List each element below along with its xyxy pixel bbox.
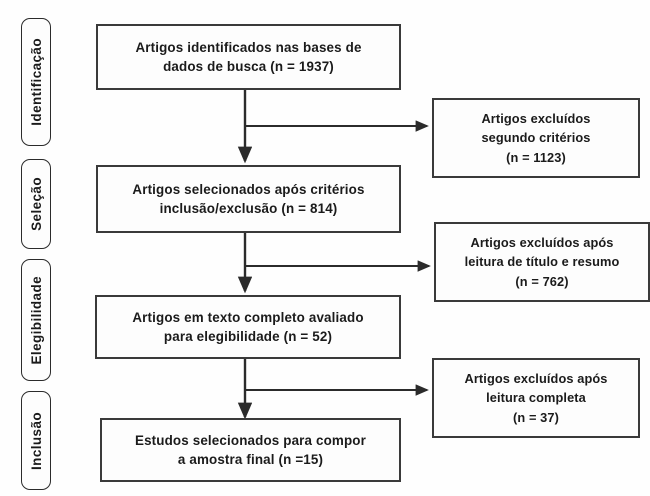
flow-box-fulltext[interactable]: Artigos em texto completo avaliado para …: [95, 295, 401, 359]
exclusion-box-title-abstract[interactable]: Artigos excluídos após leitura de título…: [434, 222, 650, 302]
exclusion-box-fulltext[interactable]: Artigos excluídos após leitura completa …: [432, 358, 640, 438]
stage-tab-identificacao-label: Identificação: [28, 38, 44, 126]
stage-tab-inclusao[interactable]: Inclusão: [21, 391, 51, 490]
stage-tab-elegibilidade-label: Elegibilidade: [28, 275, 44, 365]
flow-box-included-text: Estudos selecionados para compor a amost…: [134, 432, 366, 467]
stage-tab-selecao-label: Seleção: [28, 177, 44, 231]
exclusion-box-criteria[interactable]: Artigos excluídos segundo critérios (n =…: [432, 98, 640, 178]
exclusion-box-title-abstract-text: Artigos excluídos após leitura de título…: [464, 235, 620, 289]
stage-tab-identificacao[interactable]: Identificação: [21, 18, 51, 146]
flow-box-selected[interactable]: Artigos selecionados após critérios incl…: [96, 165, 401, 233]
flow-box-selected-text: Artigos selecionados após critérios incl…: [132, 181, 365, 216]
flow-box-identified[interactable]: Artigos identificados nas bases de dados…: [96, 24, 401, 90]
exclusion-box-criteria-text: Artigos excluídos segundo critérios (n =…: [481, 111, 591, 165]
flow-box-identified-text: Artigos identificados nas bases de dados…: [135, 39, 362, 74]
stage-tab-selecao[interactable]: Seleção: [21, 159, 51, 249]
stage-tab-elegibilidade[interactable]: Elegibilidade: [21, 259, 51, 381]
exclusion-box-fulltext-text: Artigos excluídos após leitura completa …: [464, 371, 608, 425]
flow-box-fulltext-text: Artigos em texto completo avaliado para …: [132, 309, 364, 344]
flow-box-included[interactable]: Estudos selecionados para compor a amost…: [100, 418, 401, 482]
stage-tab-inclusao-label: Inclusão: [28, 411, 44, 470]
